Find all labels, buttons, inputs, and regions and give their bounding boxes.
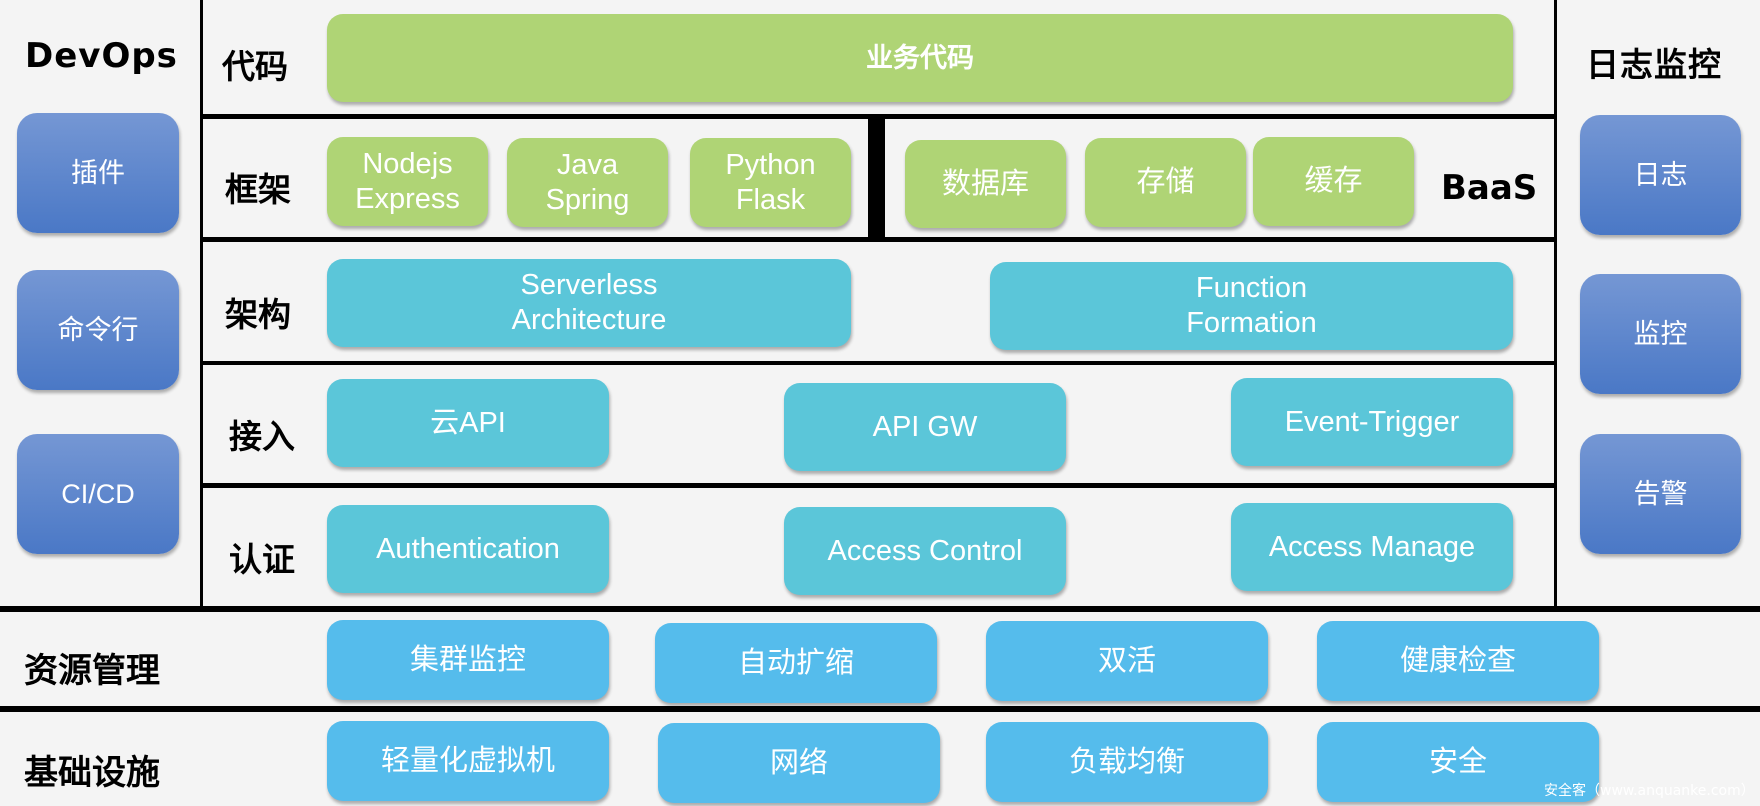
- cluster-monitor-box[interactable]: 集群监控: [327, 620, 609, 700]
- left-column-divider: [200, 0, 203, 609]
- auto-scaling-box[interactable]: 自动扩缩: [655, 623, 937, 703]
- architecture-item-line1: Serverless: [520, 269, 658, 302]
- framework-java-spring[interactable]: Java Spring: [507, 138, 668, 227]
- access-manage-box[interactable]: Access Manage: [1231, 503, 1513, 591]
- row-label-code: 代码: [222, 47, 288, 86]
- api-gateway-box[interactable]: API GW: [784, 383, 1066, 471]
- devops-title: DevOps: [25, 36, 178, 76]
- architecture-item-line2: Formation: [1186, 307, 1317, 339]
- row-label-auth: 认证: [229, 540, 295, 579]
- framework-item-line1: Python: [725, 148, 816, 181]
- alert-button[interactable]: 告警: [1580, 434, 1741, 554]
- monitor-button[interactable]: 监控: [1580, 274, 1741, 394]
- devops-plugin-button[interactable]: 插件: [17, 113, 179, 233]
- event-trigger-box[interactable]: Event-Trigger: [1231, 378, 1513, 466]
- devops-cli-button[interactable]: 命令行: [17, 270, 179, 390]
- watermark: 安全客（www.anquanke.com）: [1544, 783, 1755, 799]
- architecture-item-line2: Architecture: [511, 304, 667, 336]
- baas-storage-box[interactable]: 存储: [1085, 138, 1246, 227]
- right-column-divider: [1554, 0, 1557, 609]
- framework-python-flask[interactable]: Python Flask: [690, 138, 851, 227]
- network-box[interactable]: 网络: [658, 723, 940, 803]
- cloud-api-box[interactable]: 云API: [327, 379, 609, 467]
- row-label-architecture: 架构: [225, 295, 291, 334]
- row-label-infra: 基础设施: [24, 753, 160, 793]
- row-label-resource: 资源管理: [24, 651, 160, 691]
- log-monitor-title: 日志监控: [1586, 45, 1722, 84]
- framework-item-line2: Express: [355, 182, 460, 215]
- authentication-box[interactable]: Authentication: [327, 505, 609, 593]
- row-label-framework: 框架: [225, 170, 291, 209]
- serverless-architecture-box[interactable]: Serverless Architecture: [327, 259, 851, 347]
- row-divider-framework: [202, 237, 1556, 242]
- security-box[interactable]: 安全: [1317, 722, 1599, 802]
- row-label-access: 接入: [229, 417, 295, 456]
- lightweight-vm-box[interactable]: 轻量化虚拟机: [327, 721, 609, 801]
- baas-database-box[interactable]: 数据库: [905, 140, 1066, 228]
- load-balancer-box[interactable]: 负载均衡: [986, 722, 1268, 802]
- baas-divider: [868, 116, 885, 239]
- baas-label: BaaS: [1441, 168, 1538, 208]
- row-divider-resource: [0, 706, 1760, 712]
- framework-item-line1: Nodejs: [362, 147, 453, 180]
- log-button[interactable]: 日志: [1580, 115, 1741, 235]
- baas-cache-box[interactable]: 缓存: [1253, 137, 1414, 226]
- active-active-box[interactable]: 双活: [986, 621, 1268, 701]
- architecture-item-line1: Function: [1195, 272, 1308, 305]
- framework-item-line2: Flask: [735, 183, 806, 216]
- access-control-box[interactable]: Access Control: [784, 507, 1066, 595]
- row-divider-platform: [0, 606, 1760, 612]
- devops-cicd-button[interactable]: CI/CD: [17, 434, 179, 554]
- row-divider-architecture: [202, 361, 1556, 365]
- framework-item-line2: Spring: [545, 183, 630, 216]
- function-formation-box[interactable]: Function Formation: [990, 262, 1513, 350]
- framework-nodejs-express[interactable]: Nodejs Express: [327, 137, 488, 226]
- framework-item-line1: Java: [556, 148, 619, 181]
- row-divider-access: [202, 483, 1556, 488]
- health-check-box[interactable]: 健康检查: [1317, 621, 1599, 701]
- business-code-box[interactable]: 业务代码: [327, 14, 1513, 102]
